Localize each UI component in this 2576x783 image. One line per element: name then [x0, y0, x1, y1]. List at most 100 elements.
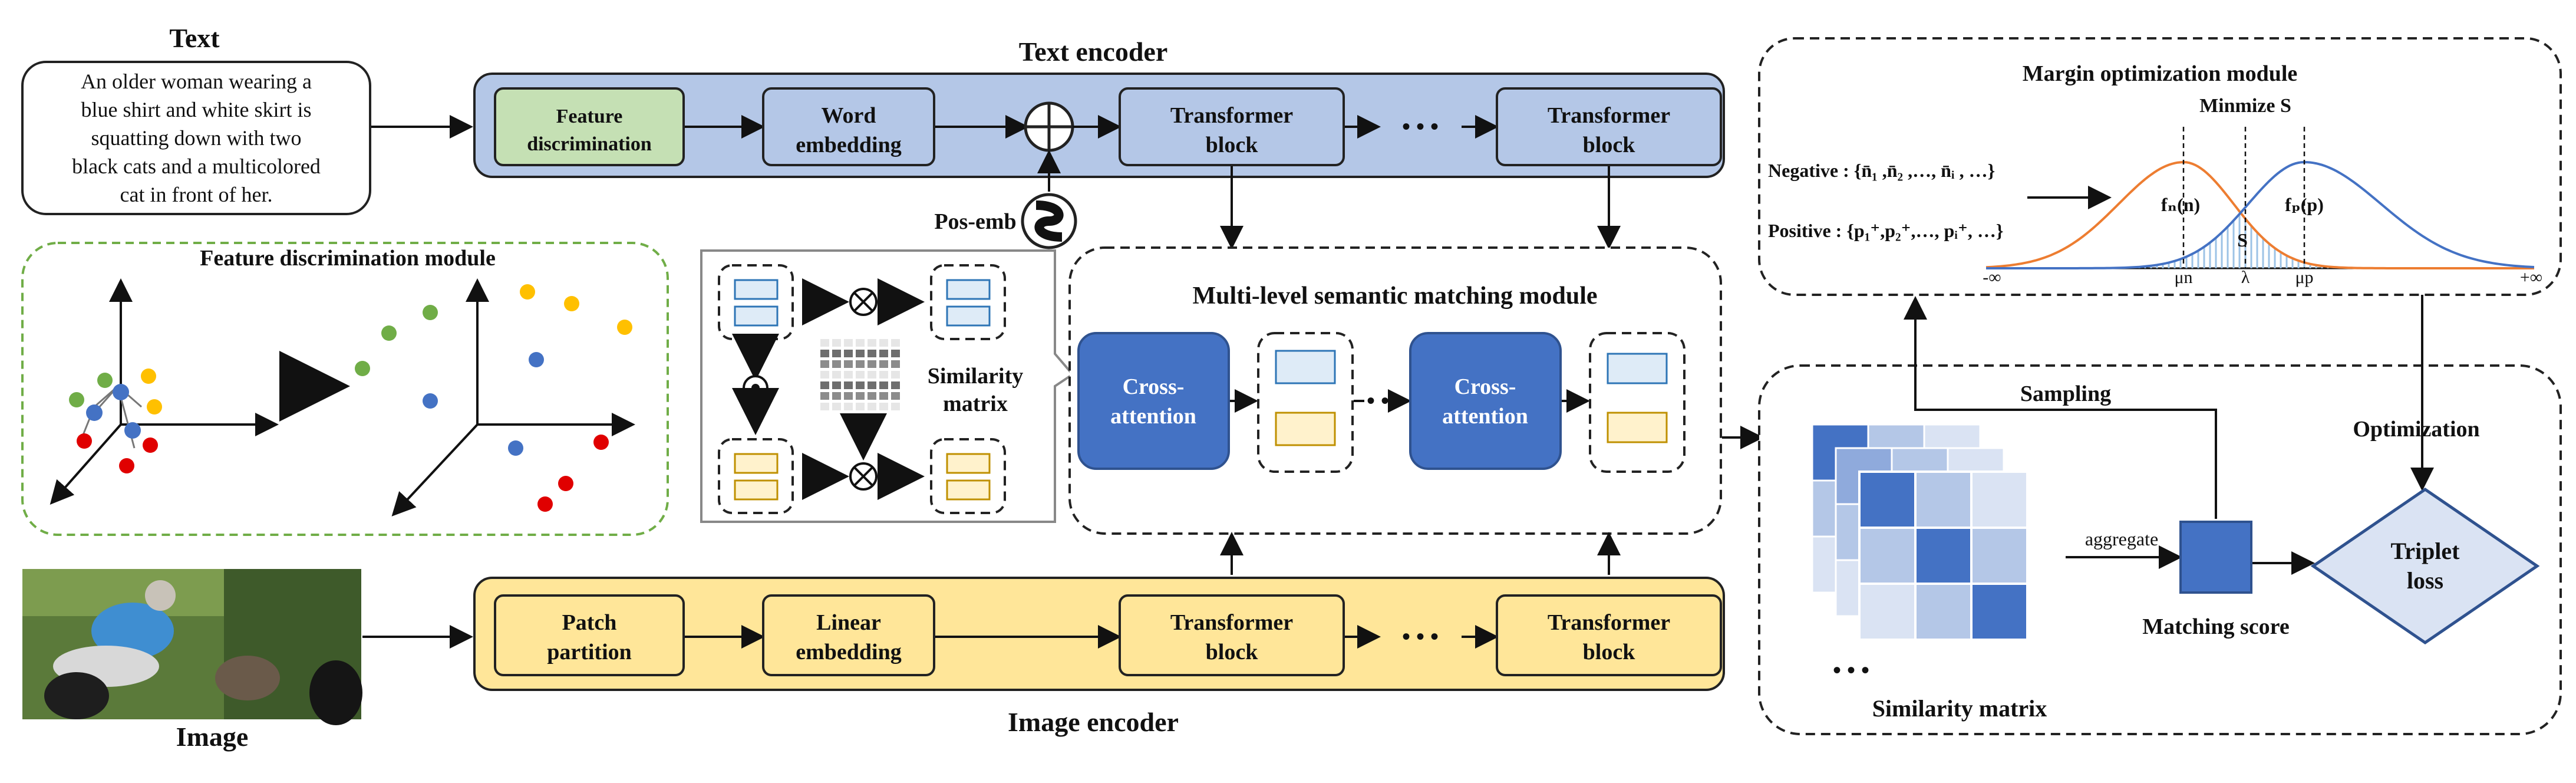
multi-level-semantic-matching-module: Multi-level semantic matching module Cro…	[1068, 246, 1764, 575]
matrix-cell	[879, 350, 888, 357]
matrix-cell	[820, 381, 829, 389]
feature-stack	[930, 438, 1006, 514]
svg-text:Transformer: Transformer	[1548, 610, 1670, 635]
margin-frame	[1758, 37, 2562, 296]
image-panel-title: Image	[176, 722, 249, 752]
matrix-cell	[856, 360, 865, 368]
matrix-cell	[1970, 471, 2029, 529]
ellipsis: • • •	[1402, 623, 1439, 650]
svg-text:Cross-: Cross-	[1123, 374, 1185, 399]
feature-discrimination-module: Feature discrimination module	[21, 242, 669, 536]
matrix-cell	[1914, 471, 1973, 529]
matrix-cell	[891, 371, 900, 379]
matrix-cell	[856, 371, 865, 379]
pos-emb-label: Pos-emb	[934, 209, 1016, 234]
cross-attention-block	[1409, 332, 1562, 470]
svg-text:Cross-: Cross-	[1454, 374, 1516, 399]
transformer-block	[1496, 87, 1722, 166]
matrix-cell	[868, 403, 876, 410]
svg-text:attention: attention	[1110, 404, 1196, 429]
feature-stack	[1257, 332, 1354, 473]
matrix-cell	[856, 403, 865, 410]
minimize-label: Minmize S	[2199, 95, 2291, 117]
matrix-cell	[1914, 583, 1973, 641]
ellipsis: • • •	[1367, 387, 1403, 414]
svg-text:block: block	[1583, 133, 1636, 157]
similarity-matrix-glyph	[820, 339, 900, 410]
axis-label: μp	[2295, 268, 2313, 287]
matrix-cell	[1858, 527, 1917, 585]
matrix-cell	[844, 360, 853, 368]
matrix-cell	[868, 392, 876, 400]
similarity-matrix-stack	[1811, 423, 2029, 641]
caption-line: black cats and a multicolored	[72, 154, 321, 178]
svg-text:block: block	[1583, 640, 1636, 664]
matrix-cell	[1970, 583, 2029, 641]
fdm-title: Feature discrimination module	[200, 246, 496, 271]
feature-stack	[930, 264, 1006, 340]
transformer-block	[1119, 87, 1345, 166]
svg-text:Transformer: Transformer	[1548, 103, 1670, 128]
matrix-cell	[832, 339, 841, 347]
svg-text:embedding: embedding	[796, 640, 901, 664]
matrix-cell	[820, 403, 829, 410]
word-embedding-block	[762, 87, 935, 166]
matrix-cell	[891, 403, 900, 410]
svg-text:partition: partition	[547, 640, 632, 664]
svg-text:Triplet: Triplet	[2390, 538, 2460, 564]
matching-score-square	[2179, 521, 2252, 594]
matrix-cell	[844, 371, 853, 379]
matrix-cell	[844, 392, 853, 400]
matrix-cell	[832, 350, 841, 357]
matrix-cell	[868, 339, 876, 347]
svg-text:block: block	[1206, 133, 1259, 157]
photo-thumbnail	[22, 569, 362, 725]
transformer-block	[1119, 594, 1345, 676]
matrix-cell	[844, 350, 853, 357]
matrix-cell	[832, 403, 841, 410]
optimization-label: Optimization	[2353, 417, 2479, 442]
svg-text:Patch: Patch	[562, 610, 617, 635]
text-encoder: Text encoder Feature discrimination Word…	[473, 37, 1725, 249]
matrix-cell	[891, 360, 900, 368]
svg-text:block: block	[1206, 640, 1259, 664]
feature-stack	[718, 264, 794, 340]
matrix-cell	[820, 350, 829, 357]
caption-line: blue shirt and white skirt is	[81, 98, 312, 121]
image-encoder: Patch partition Linear embedding Transfo…	[473, 577, 1725, 737]
matrix-cell	[891, 381, 900, 389]
matrix-cell	[856, 392, 865, 400]
text-encoder-title: Text encoder	[1019, 37, 1168, 67]
matrix-cell	[844, 381, 853, 389]
fp-label: fₚ(p)	[2285, 194, 2324, 215]
margin-optimization-module: Margin optimization module Minmize S Neg…	[1758, 37, 2562, 296]
matrix-cell	[868, 371, 876, 379]
text-panel-title: Text	[169, 23, 220, 53]
distribution-plot	[1985, 127, 2535, 269]
caption-box	[21, 61, 371, 215]
matrix-cell	[820, 371, 829, 379]
cluster-glyph	[69, 369, 162, 473]
triplet-loss-diamond	[2310, 487, 2540, 645]
matrix-cell	[832, 371, 841, 379]
similarity-matrix-label: Similarity matrix	[1872, 695, 2047, 722]
feature-stack	[718, 438, 794, 514]
matrix-cell	[844, 403, 853, 410]
matrix-cell	[868, 350, 876, 357]
svg-text:Similarity: Similarity	[928, 364, 1024, 389]
svg-text:Transformer: Transformer	[1170, 610, 1293, 635]
similarity-inset: Similarity matrix	[700, 249, 1074, 523]
patch-partition-block	[494, 594, 685, 676]
text-panel: Text An older woman wearing a blue shirt…	[21, 23, 473, 215]
matrix-cell	[844, 339, 853, 347]
matrix-cell	[832, 392, 841, 400]
negative-set: Negative : {n̄₁ ,n̄₂ ,…, n̄ᵢ , …}	[1768, 160, 1995, 181]
axis-label: μn	[2174, 268, 2192, 287]
cross-attention-block	[1077, 332, 1230, 470]
axis-label: -∞	[1983, 268, 2001, 287]
positive-set: Positive : {p₁⁺,p₂⁺,…, pᵢ⁺, …}	[1768, 220, 2003, 241]
svg-text:attention: attention	[1442, 404, 1528, 429]
matrix-cell	[879, 381, 888, 389]
linear-embedding-block	[762, 594, 935, 676]
matrix-cell	[868, 381, 876, 389]
